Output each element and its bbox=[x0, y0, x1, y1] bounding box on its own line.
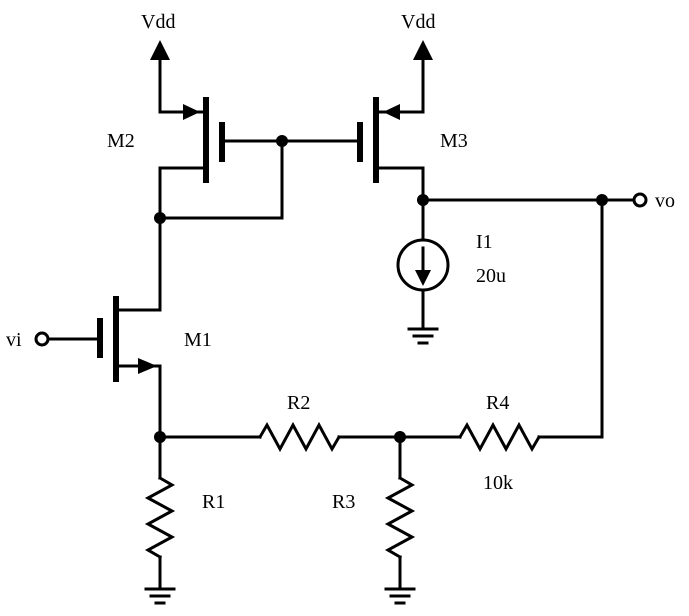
r4-value: 10k bbox=[483, 472, 513, 494]
input-terminal[interactable] bbox=[34, 331, 50, 347]
r1-label: R1 bbox=[202, 491, 225, 513]
m2-source-arrow-icon bbox=[183, 104, 200, 120]
resistor-r2: R2 bbox=[158, 392, 402, 453]
input-label: vi bbox=[6, 329, 22, 351]
ground-i1-icon bbox=[407, 327, 439, 345]
m1-source-arrow-icon bbox=[138, 358, 157, 374]
r4-label: R4 bbox=[486, 392, 509, 414]
transistor-m3: M3 bbox=[357, 97, 468, 202]
transistor-m1: M1 bbox=[97, 216, 212, 439]
i1-direction-arrow-icon bbox=[415, 270, 431, 286]
vdd-right-arrow-icon bbox=[413, 40, 433, 60]
vdd-right-supply: Vdd bbox=[401, 11, 435, 114]
m3-source-arrow-icon bbox=[383, 104, 400, 120]
current-source-i1: I1 20u bbox=[396, 198, 506, 330]
m1-label: M1 bbox=[184, 329, 212, 351]
transistor-m2: M2 bbox=[107, 97, 225, 220]
i1-value: 20u bbox=[476, 265, 506, 287]
output-terminal[interactable] bbox=[632, 192, 648, 208]
vdd-left-arrow-icon bbox=[150, 40, 170, 60]
ground-r1-icon bbox=[144, 587, 176, 605]
vdd-left-label: Vdd bbox=[141, 11, 175, 33]
i1-label: I1 bbox=[476, 231, 493, 253]
resistor-r1: R1 bbox=[144, 435, 225, 590]
output-label: vo bbox=[655, 190, 675, 212]
r3-label: R3 bbox=[332, 491, 355, 513]
resistor-r4: R4 10k bbox=[398, 392, 604, 494]
gate-bus-node bbox=[276, 135, 288, 147]
ground-r3-icon bbox=[384, 587, 416, 605]
m2-label: M2 bbox=[107, 130, 135, 152]
resistor-r3: R3 bbox=[332, 435, 416, 590]
m3-label: M3 bbox=[440, 130, 468, 152]
vdd-right-label: Vdd bbox=[401, 11, 435, 33]
r2-label: R2 bbox=[287, 392, 310, 414]
vdd-left-supply: Vdd bbox=[141, 11, 175, 114]
